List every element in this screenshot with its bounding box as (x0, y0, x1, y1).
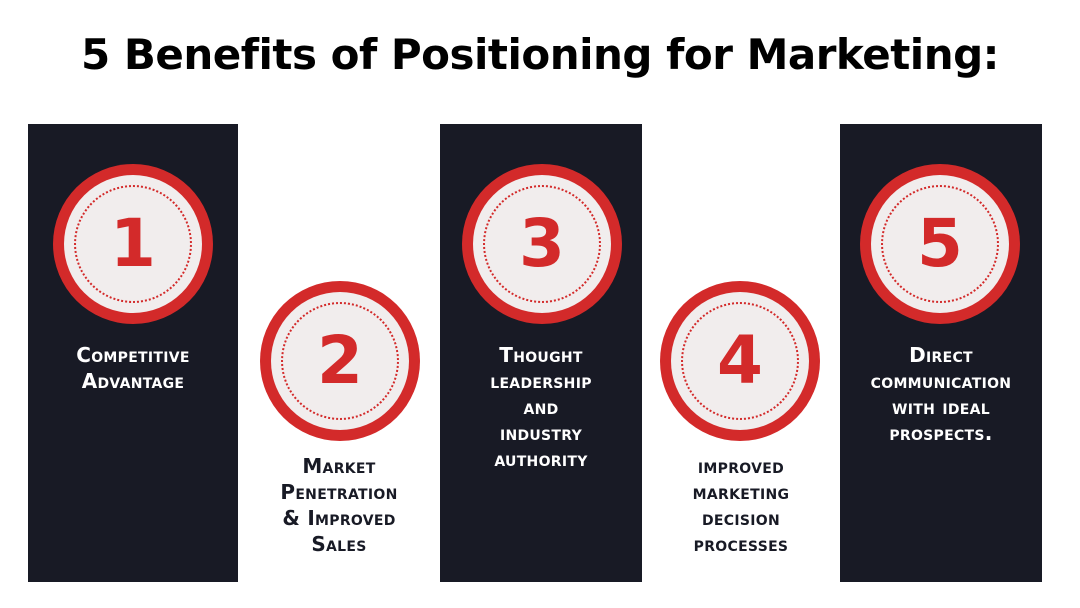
badge-dotted-ring (281, 302, 399, 420)
badge-dotted-ring (483, 185, 601, 303)
benefit-label-line: Thought (499, 343, 583, 367)
badge-dotted-ring (681, 302, 799, 420)
benefit-label-line: industry (499, 421, 583, 445)
benefit-label-3: Thought leadership and industry authorit… (440, 342, 642, 472)
benefit-label-4: improved marketing decision processes (642, 453, 840, 557)
benefit-label-line: with ideal (891, 395, 991, 419)
benefit-label-line: Advantage (81, 369, 185, 393)
benefit-label-line: processes (693, 532, 789, 556)
benefit-label-2: Market Penetration & Improved Sales (238, 453, 440, 557)
benefit-label-5: Direct communication with ideal prospect… (840, 342, 1042, 446)
benefit-label-1: Competitive Advantage (28, 342, 238, 394)
number-badge-4: 4 (660, 281, 820, 441)
benefit-label-line: and (523, 395, 559, 419)
benefit-label-line: & Improved (282, 506, 396, 530)
benefit-label-line: Sales (311, 532, 367, 556)
benefit-label-line: improved (697, 454, 785, 478)
number-badge-1: 1 (53, 164, 213, 324)
badge-number: 2 (317, 322, 363, 399)
badge-number: 1 (110, 205, 156, 282)
benefit-label-line: prospects. (889, 421, 993, 445)
number-badge-5: 5 (860, 164, 1020, 324)
badge-dotted-ring (881, 185, 999, 303)
benefit-label-line: decision (702, 506, 780, 530)
benefit-label-line: marketing (692, 480, 790, 504)
benefit-label-line: authority (494, 447, 588, 471)
badge-number: 4 (717, 322, 763, 399)
page-title: 5 Benefits of Positioning for Marketing: (81, 30, 999, 79)
benefit-label-line: leadership (490, 369, 592, 393)
badge-dotted-ring (74, 185, 192, 303)
badge-number: 5 (917, 205, 963, 282)
badge-number: 3 (519, 205, 565, 282)
benefit-label-line: Market (302, 454, 376, 478)
benefit-label-line: communication (870, 369, 1012, 393)
benefit-label-line: Direct (909, 343, 973, 367)
benefit-label-line: Penetration (280, 480, 398, 504)
number-badge-2: 2 (260, 281, 420, 441)
number-badge-3: 3 (462, 164, 622, 324)
benefit-label-line: Competitive (76, 343, 190, 367)
